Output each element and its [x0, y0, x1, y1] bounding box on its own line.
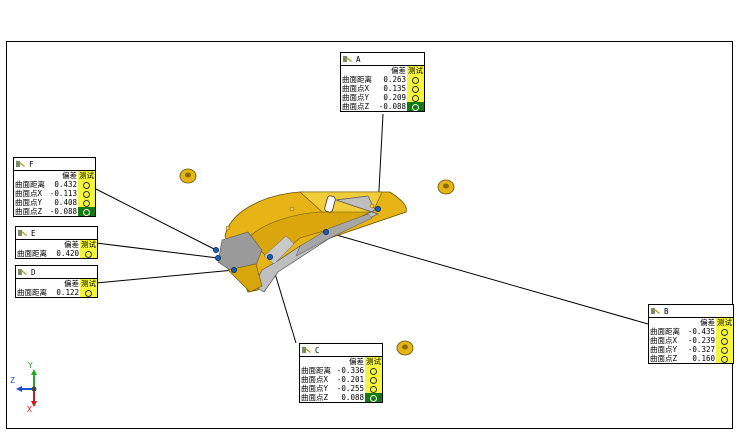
fixture-pin-1	[179, 168, 197, 184]
deviation-header: 偏差	[349, 357, 364, 366]
callout-c-name: C	[315, 345, 320, 355]
callout-b[interactable]: B 偏差测试 曲面距离-0.435 曲面点X-0.239 曲面点Y-0.327 …	[648, 304, 734, 364]
status-indicator	[407, 102, 424, 111]
axis-label-z: Z	[10, 376, 15, 385]
test-header: 测试	[80, 240, 97, 249]
status-indicator	[716, 327, 733, 336]
status-indicator	[78, 189, 95, 198]
probe-icon	[18, 230, 27, 236]
leader-line-f	[93, 187, 217, 251]
test-header: 测试	[80, 279, 97, 288]
status-indicator	[407, 93, 424, 102]
measure-point-b	[322, 228, 329, 235]
table-row: 曲面距离-0.435	[649, 327, 733, 336]
status-indicator	[407, 75, 424, 84]
measure-point-a	[374, 205, 381, 212]
table-row: 曲面点X-0.239	[649, 336, 733, 345]
status-indicator	[80, 249, 97, 258]
status-indicator	[80, 288, 97, 297]
fixture-pin-3	[396, 340, 414, 356]
deviation-header: 偏差	[391, 66, 406, 75]
callout-e-name: E	[31, 228, 36, 238]
probe-icon	[302, 347, 311, 353]
callout-f-header: F	[14, 158, 95, 171]
probe-icon	[343, 56, 352, 62]
part-model	[217, 191, 407, 293]
callout-a-name: A	[356, 54, 361, 64]
callout-b-header: B	[649, 305, 733, 318]
table-row: 曲面点X-0.201	[300, 375, 382, 384]
status-indicator	[78, 207, 95, 216]
probe-icon	[651, 308, 660, 314]
status-indicator	[407, 84, 424, 93]
status-indicator	[365, 375, 382, 384]
status-indicator	[365, 366, 382, 375]
measure-point-e	[214, 254, 221, 261]
status-indicator	[365, 393, 382, 402]
callout-e-header: E	[16, 227, 97, 240]
callout-b-name: B	[664, 306, 669, 316]
measure-point-d	[230, 266, 237, 273]
callout-a-header: A	[341, 53, 424, 66]
status-indicator	[78, 180, 95, 189]
callout-f-name: F	[29, 159, 34, 169]
callout-c-header: C	[300, 344, 382, 357]
callout-d-header: D	[16, 266, 97, 279]
table-row: 曲面点X-0.113	[14, 189, 95, 198]
axis-label-y: Y	[28, 361, 33, 370]
measure-point-f	[212, 246, 219, 253]
axis-triad	[16, 369, 37, 407]
fixture-pin-2	[437, 179, 455, 195]
table-row: 曲面点Z-0.088	[341, 102, 424, 111]
table-row: 曲面点Y-0.327	[649, 345, 733, 354]
test-header: 测试	[365, 357, 382, 366]
axis-label-x: X	[27, 405, 32, 414]
deviation-header: 偏差	[64, 279, 79, 288]
table-row: 曲面点Y-0.255	[300, 384, 382, 393]
leader-line-d	[95, 269, 235, 284]
status-indicator	[716, 354, 733, 363]
deviation-header: 偏差	[64, 240, 79, 249]
table-row: 曲面距离-0.336	[300, 366, 382, 375]
status-indicator	[716, 345, 733, 354]
deviation-header: 偏差	[700, 318, 715, 327]
probe-icon	[16, 161, 25, 167]
probe-icon	[18, 269, 27, 275]
measure-point-c	[266, 253, 273, 260]
callout-c[interactable]: C 偏差测试 曲面距离-0.336 曲面点X-0.201 曲面点Y-0.255 …	[299, 343, 383, 403]
callout-d-name: D	[31, 267, 36, 277]
leader-line-b	[325, 231, 649, 325]
deviation-header: 偏差	[62, 171, 77, 180]
test-header: 测试	[78, 171, 95, 180]
test-header: 测试	[716, 318, 733, 327]
table-row: 曲面点Z-0.088	[14, 207, 95, 216]
leader-line-e	[95, 242, 219, 259]
status-indicator	[365, 384, 382, 393]
status-indicator	[78, 198, 95, 207]
status-indicator	[716, 336, 733, 345]
test-header: 测试	[407, 66, 424, 75]
